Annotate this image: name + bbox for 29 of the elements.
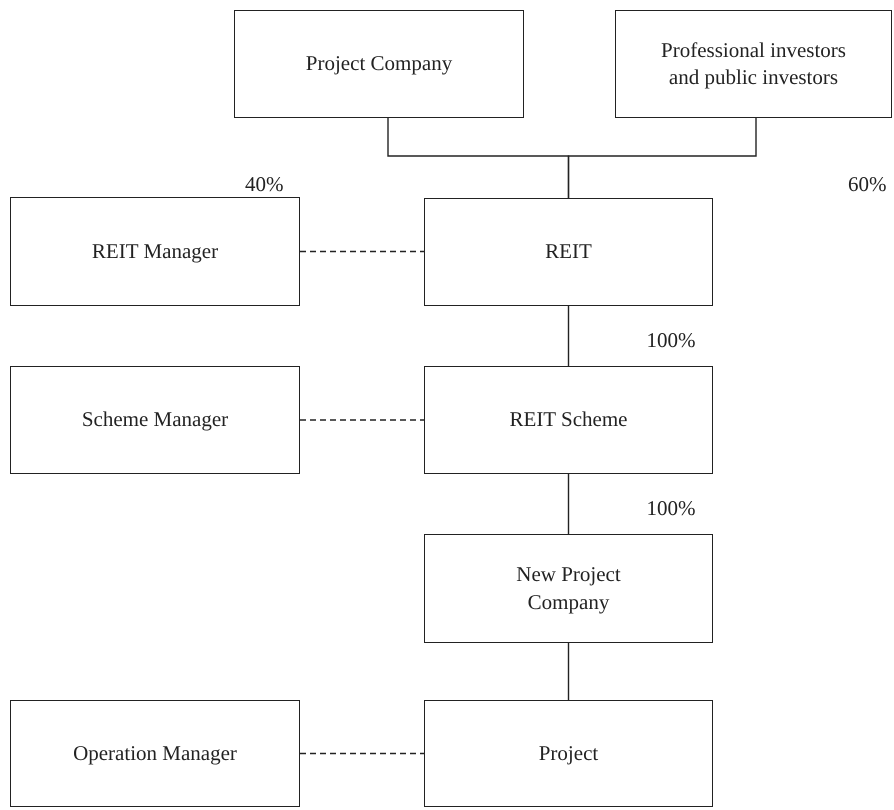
box-label: Professional investors and public investors <box>660 36 847 91</box>
connector-line <box>568 306 570 366</box>
entity-box <box>615 10 892 118</box>
entity-box <box>10 366 300 474</box>
dashed-connector <box>300 250 424 252</box>
connector-line <box>568 643 570 700</box>
box-label: New Project Company <box>515 561 622 616</box>
box-label: Project Company <box>304 50 454 78</box>
percentage-label: 60% <box>848 172 886 197</box>
box-label: REIT Scheme <box>508 406 628 434</box>
entity-box <box>424 198 713 306</box>
entity-box <box>10 700 300 807</box>
entity-box <box>234 10 524 118</box>
entity-box <box>10 197 300 306</box>
box-label: Project <box>538 740 600 767</box>
entity-box <box>424 366 713 474</box>
entity-box <box>424 700 713 807</box>
box-label: REIT <box>544 238 593 266</box>
box-label: REIT Manager <box>90 238 220 265</box>
percentage-label: 40% <box>245 172 284 197</box>
dashed-connector <box>300 752 424 754</box>
edge-label: 100% <box>646 328 696 353</box>
entity-box <box>424 534 713 643</box>
dashed-connector <box>300 419 424 421</box>
box-label: Operation Manager <box>72 740 238 767</box>
connector-line <box>568 118 757 198</box>
box-label: Scheme Manager <box>80 406 230 434</box>
connector-line <box>568 474 570 534</box>
edge-label: 100% <box>646 496 696 521</box>
